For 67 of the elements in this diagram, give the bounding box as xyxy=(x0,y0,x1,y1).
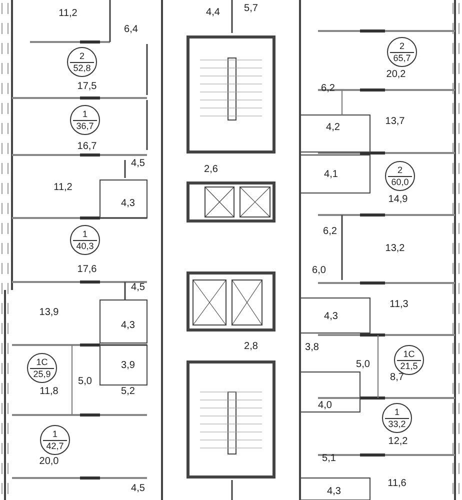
room-area: 13,9 xyxy=(39,308,59,318)
apartment-area: 42,7 xyxy=(43,440,67,452)
apartment-badge xyxy=(40,425,70,455)
room-area: 4,3 xyxy=(121,199,135,209)
room-area: 4,3 xyxy=(121,321,135,331)
apartment-area: 33,2 xyxy=(385,418,409,430)
room-area: 4,1 xyxy=(324,170,338,180)
room-count: 1С xyxy=(36,356,48,368)
room-area: 6,2 xyxy=(323,227,337,237)
room-area: 17,5 xyxy=(77,82,97,92)
room-area: 13,7 xyxy=(385,117,405,127)
room-area: 5,2 xyxy=(121,387,135,397)
apartment-area: 60,0 xyxy=(388,176,412,188)
apartment-area: 65,7 xyxy=(390,52,414,64)
room-count: 2 xyxy=(79,50,84,62)
room-area: 20,0 xyxy=(39,457,59,467)
apartment-area: 40,3 xyxy=(73,240,97,252)
room-area: 2,6 xyxy=(204,165,218,175)
room-area: 4,2 xyxy=(326,123,340,133)
apartment-badge xyxy=(27,353,57,383)
room-area: 11,8 xyxy=(40,387,58,397)
room-area: 11,6 xyxy=(388,479,406,489)
room-area: 4,5 xyxy=(131,159,145,169)
apartment-badge xyxy=(382,403,412,433)
apartment-area: 52,8 xyxy=(70,62,94,74)
apartment-badge xyxy=(394,345,424,375)
room-area: 5,0 xyxy=(356,360,370,370)
room-area: 12,2 xyxy=(388,437,408,447)
room-area: 5,7 xyxy=(244,4,258,14)
apartment-badge xyxy=(70,225,100,255)
room-area: 2,8 xyxy=(244,342,258,352)
apartment-area: 25,9 xyxy=(30,368,54,380)
room-area: 6,2 xyxy=(321,84,335,94)
room-area: 3,8 xyxy=(305,343,319,353)
room-count: 1 xyxy=(394,406,400,418)
room-area: 5,0 xyxy=(78,377,92,387)
room-area: 11,2 xyxy=(58,9,78,19)
room-count: 2 xyxy=(397,164,402,176)
room-area: 4,5 xyxy=(131,484,145,494)
room-area: 17,6 xyxy=(77,265,97,275)
room-area: 4,4 xyxy=(206,8,220,18)
apartment-badge xyxy=(387,37,417,67)
room-area: 11,3 xyxy=(390,300,408,310)
room-area: 4,3 xyxy=(327,487,341,497)
room-count: 1С xyxy=(403,348,415,360)
room-area: 6,4 xyxy=(124,25,138,35)
room-count: 1 xyxy=(82,228,88,240)
apartment-badge xyxy=(70,105,100,135)
room-area: 3,9 xyxy=(121,361,135,371)
room-count: 1 xyxy=(52,428,58,440)
room-area: 13,2 xyxy=(385,244,405,254)
room-area: 8,7 xyxy=(390,373,404,383)
room-count: 1 xyxy=(82,108,88,120)
room-area: 11,2 xyxy=(54,183,72,193)
room-area: 16,7 xyxy=(77,142,97,152)
room-area: 4,3 xyxy=(324,312,338,322)
room-area: 20,2 xyxy=(386,70,406,80)
room-area: 5,1 xyxy=(322,454,336,464)
room-area: 4,5 xyxy=(131,283,145,293)
room-area: 14,9 xyxy=(388,195,408,205)
apartment-badge xyxy=(385,161,415,191)
room-area: 4,0 xyxy=(318,401,332,411)
room-count: 2 xyxy=(399,40,404,52)
apartment-area: 21,5 xyxy=(397,360,421,372)
apartment-badge xyxy=(67,47,97,77)
room-area: 6,0 xyxy=(312,266,326,276)
apartment-area: 36,7 xyxy=(73,120,97,132)
